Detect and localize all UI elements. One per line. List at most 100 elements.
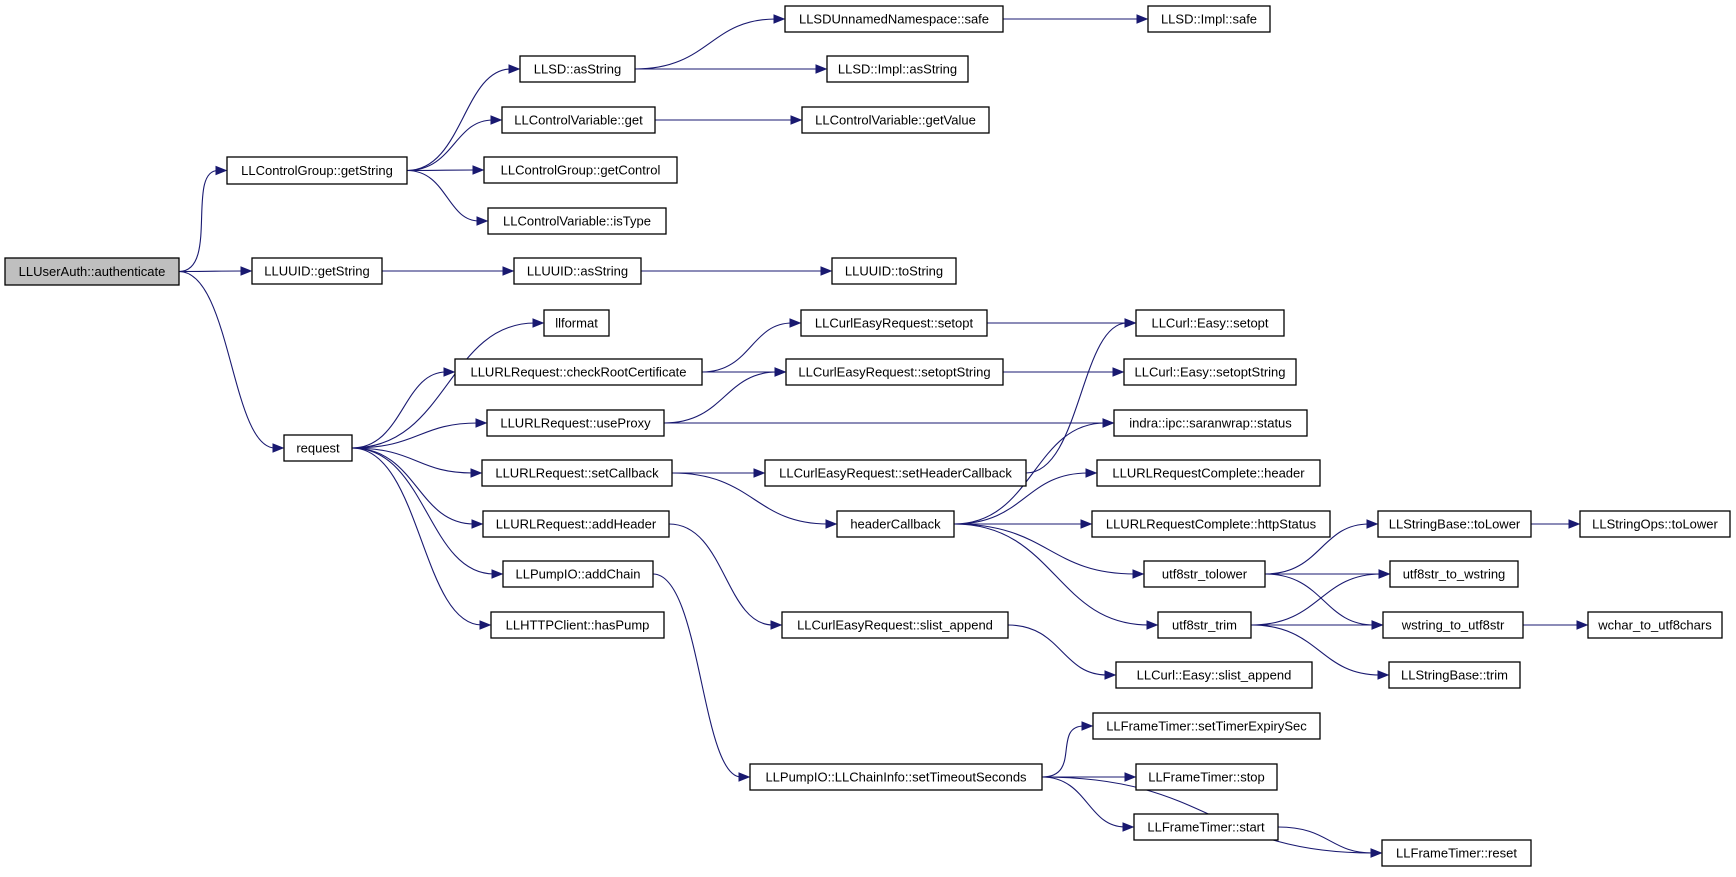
node-getstring-cg[interactable]: LLControlGroup::getString (226, 156, 408, 185)
node-uuid-getstring[interactable]: LLUUID::getString (251, 257, 383, 285)
node-box (513, 257, 642, 285)
node-cer-setoptstring[interactable]: LLCurlEasyRequest::setoptString (785, 358, 1004, 386)
node-impl-safe[interactable]: LLSD::Impl::safe (1147, 5, 1271, 33)
node-label: LLURLRequest::addHeader (496, 517, 657, 532)
edge-settimeoutseconds-to-ft-settimerexpirysec (1041, 721, 1094, 778)
arrowhead-icon (491, 569, 504, 579)
edge-line (1007, 624, 1108, 676)
node-cv-istype[interactable]: LLControlVariable::isType (487, 207, 667, 235)
node-cer-slist-append[interactable]: LLCurlEasyRequest::slist_append (781, 611, 1009, 639)
node-box (1113, 409, 1308, 437)
node-box (4, 257, 180, 286)
node-addheader[interactable]: LLURLRequest::addHeader (482, 510, 670, 538)
node-easy-setoptstring[interactable]: LLCurl::Easy::setoptString (1123, 358, 1297, 386)
node-cer-setopt[interactable]: LLCurlEasyRequest::setopt (800, 309, 988, 337)
node-ns-safe[interactable]: LLSDUnnamedNamespace::safe (784, 5, 1004, 33)
node-ft-start[interactable]: LLFrameTimer::start (1133, 813, 1279, 841)
arrowhead-icon (1080, 519, 1093, 529)
node-ft-stop[interactable]: LLFrameTimer::stop (1135, 763, 1278, 791)
node-box (543, 309, 610, 337)
node-easy-setopt[interactable]: LLCurl::Easy::setopt (1135, 309, 1285, 337)
edge-line (1250, 624, 1381, 676)
node-label: LLFrameTimer::start (1147, 820, 1265, 835)
node-cer-setheadercallback[interactable]: LLCurlEasyRequest::setHeaderCallback (764, 459, 1027, 487)
node-label: utf8str_to_wstring (1403, 567, 1506, 582)
node-uuid-tostring[interactable]: LLUUID::toString (831, 257, 957, 285)
node-label: LLHTTPClient::hasPump (506, 618, 650, 633)
arrowhead-icon (1378, 569, 1391, 579)
node-label: LLControlVariable::getValue (815, 113, 976, 128)
node-label: request (296, 441, 340, 456)
node-label: LLStringBase::toLower (1389, 517, 1521, 532)
node-wchar-to-utf8chars[interactable]: wchar_to_utf8chars (1587, 611, 1723, 639)
edge-getstring-cg-to-llsd-asstring (406, 64, 521, 172)
node-wstring-to-utf8str[interactable]: wstring_to_utf8str (1382, 611, 1524, 639)
edge-line (406, 68, 512, 172)
arrowhead-icon (1132, 569, 1145, 579)
edge-request-to-llformat (351, 318, 545, 449)
node-easy-slist-append[interactable]: LLCurl::Easy::slist_append (1115, 661, 1313, 689)
node-request[interactable]: request (283, 434, 353, 462)
edge-cer-slist-append-to-easy-slist-append (1007, 624, 1117, 680)
node-so-tolower[interactable]: LLStringOps::toLower (1579, 510, 1731, 538)
node-label: LLSDUnnamedNamespace::safe (799, 12, 989, 27)
node-box (764, 459, 1027, 487)
node-uuid-asstring[interactable]: LLUUID::asString (513, 257, 642, 285)
node-label: LLSD::asString (534, 62, 621, 77)
node-label: LLURLRequest::checkRootCertificate (470, 365, 686, 380)
node-utf8str-to-wstring[interactable]: utf8str_to_wstring (1389, 560, 1519, 588)
edge-headercallback-to-urc-httpstatus (954, 519, 1093, 529)
node-ft-reset[interactable]: LLFrameTimer::reset (1381, 839, 1532, 867)
edge-line (953, 422, 1106, 525)
node-cv-get[interactable]: LLControlVariable::get (501, 106, 656, 134)
arrowhead-icon (508, 64, 521, 74)
node-ft-settimerexpirysec[interactable]: LLFrameTimer::setTimerExpirySec (1092, 712, 1321, 740)
node-label: LLStringOps::toLower (1592, 517, 1718, 532)
node-box (781, 611, 1009, 639)
edge-line (351, 322, 536, 449)
node-utf8str-trim[interactable]: utf8str_trim (1157, 611, 1252, 639)
arrowhead-icon (773, 14, 786, 24)
arrowhead-icon (738, 772, 751, 782)
node-llsd-asstring[interactable]: LLSD::asString (519, 55, 636, 83)
node-haspump[interactable]: LLHTTPClient::hasPump (490, 611, 665, 639)
node-useproxy[interactable]: LLURLRequest::useProxy (486, 409, 665, 437)
node-llformat[interactable]: llformat (543, 309, 610, 337)
edge-line (406, 169, 480, 222)
node-label: LLFrameTimer::reset (1396, 846, 1517, 861)
node-label: LLFrameTimer::setTimerExpirySec (1106, 719, 1307, 734)
arrowhead-icon (215, 165, 228, 176)
node-settimeoutseconds[interactable]: LLPumpIO::LLChainInfo::setTimeoutSeconds (749, 763, 1043, 791)
node-box (251, 257, 383, 285)
node-addchain[interactable]: LLPumpIO::addChain (502, 560, 654, 588)
node-box (501, 106, 656, 134)
node-urc-header[interactable]: LLURLRequestComplete::header (1096, 459, 1321, 487)
node-impl-asstring[interactable]: LLSD::Impl::asString (826, 55, 969, 83)
node-label: LLStringBase::trim (1401, 668, 1508, 683)
node-cg-getcontrol[interactable]: LLControlGroup::getControl (483, 156, 678, 184)
node-box (1579, 510, 1731, 538)
node-root[interactable]: LLUserAuth::authenticate (4, 257, 180, 286)
edge-line (1264, 523, 1370, 575)
node-urc-httpstatus[interactable]: LLURLRequestComplete::httpStatus (1091, 510, 1331, 538)
node-sb-trim[interactable]: LLStringBase::trim (1388, 661, 1521, 689)
node-box (826, 55, 969, 83)
edge-headercallback-to-urc-header (953, 468, 1098, 525)
edge-wstring-to-utf8str-to-wchar-to-utf8chars (1523, 620, 1589, 630)
node-utf8str-tolower[interactable]: utf8str_tolower (1143, 560, 1266, 588)
edge-request-to-useproxy (351, 418, 488, 449)
node-cv-getvalue[interactable]: LLControlVariable::getValue (801, 106, 990, 134)
node-sb-tolower[interactable]: LLStringBase::toLower (1377, 510, 1532, 538)
node-headercallback[interactable]: headerCallback (836, 510, 955, 538)
arrowhead-icon (443, 367, 456, 377)
node-setcallback[interactable]: LLURLRequest::setCallback (481, 459, 673, 487)
node-label: LLURLRequest::useProxy (500, 416, 651, 431)
node-saranwrap-status[interactable]: indra::ipc::saranwrap::status (1113, 409, 1308, 437)
node-label: LLSD::Impl::safe (1161, 12, 1257, 27)
arrowhead-icon (272, 443, 285, 453)
edge-line (406, 119, 494, 172)
node-checkrootcert[interactable]: LLURLRequest::checkRootCertificate (454, 358, 703, 386)
edge-checkrootcert-to-cer-setopt (701, 318, 802, 373)
edge-line (178, 270, 276, 449)
node-box (831, 257, 957, 285)
